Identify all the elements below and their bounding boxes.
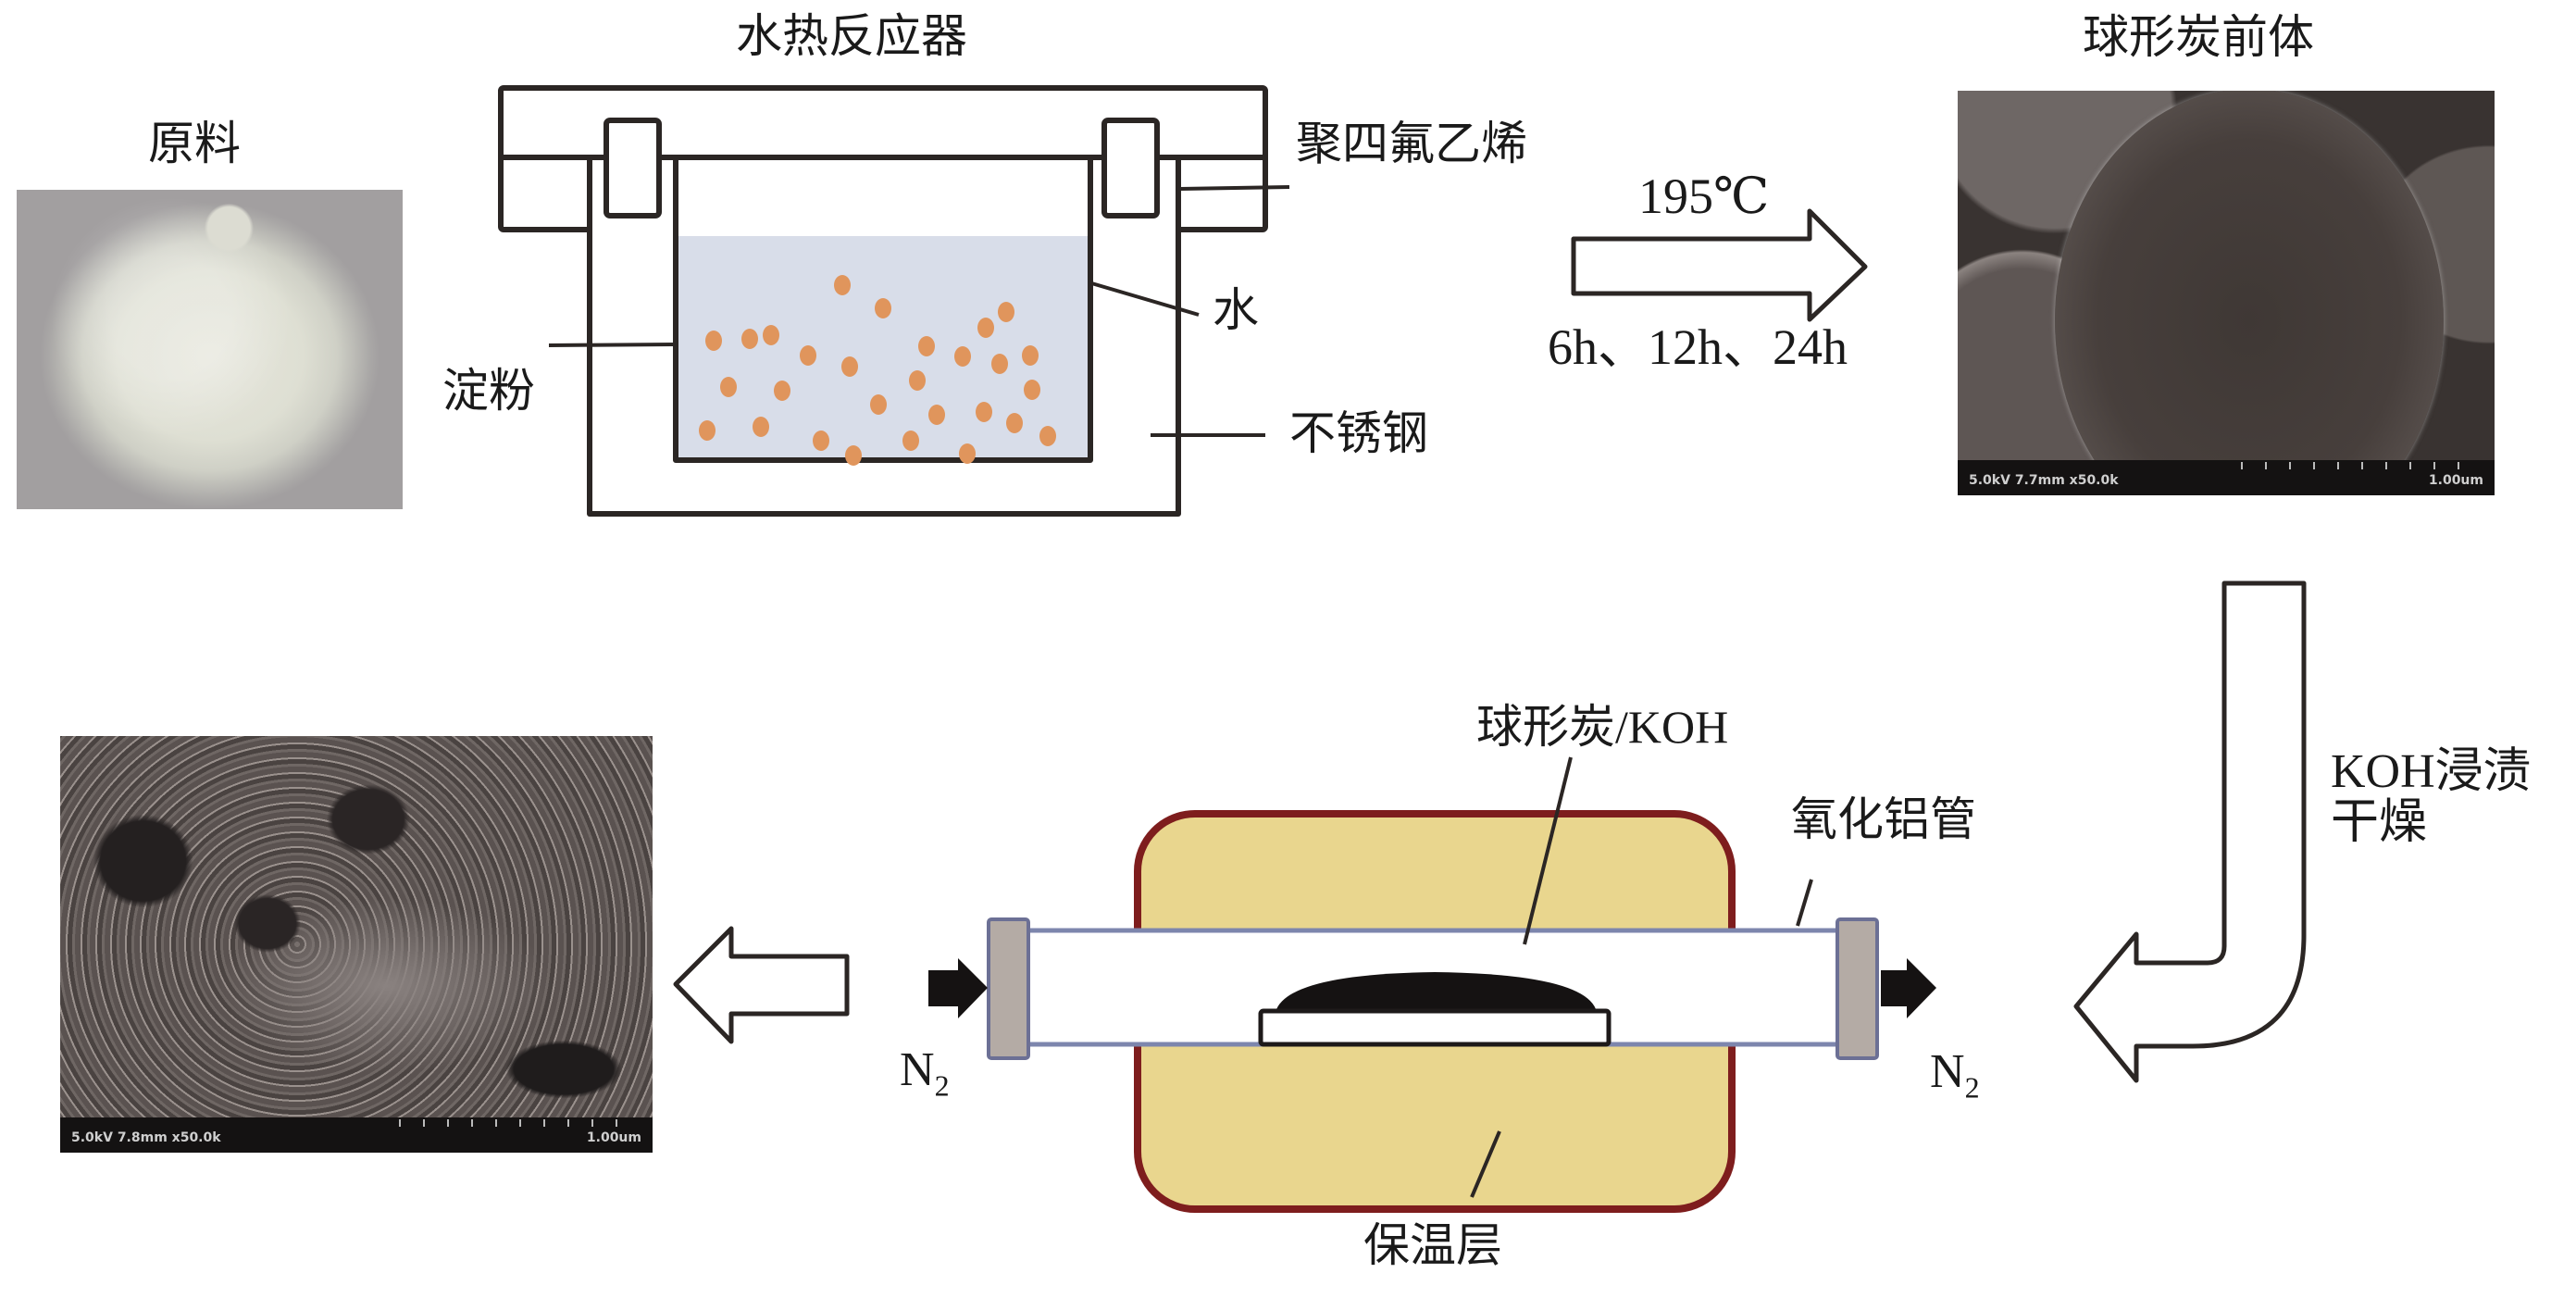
steel-label: 不锈钢 — [1289, 406, 1428, 460]
temperature-label: 195℃ — [1638, 168, 1770, 224]
left-clamp — [604, 118, 662, 218]
gas-outlet-arrow — [1881, 958, 1936, 1018]
starch-label: 淀粉 — [442, 364, 535, 418]
starch-particle — [705, 331, 722, 351]
gas-outlet-subscript: 2 — [1964, 1070, 1980, 1105]
starch-particles — [699, 275, 1056, 466]
starch-particle — [699, 420, 716, 441]
water-leader — [1088, 281, 1200, 317]
starch-particle — [870, 394, 887, 415]
precursor-sem-image: 5.0kV 7.7mm x50.0k 1.00um — [1958, 91, 2495, 495]
tube-cap-right — [1836, 917, 1879, 1060]
starch-particle — [909, 370, 926, 391]
right-clamp — [1101, 118, 1160, 218]
insulation-label: 保温层 — [1363, 1218, 1502, 1272]
starch-particle — [959, 443, 976, 464]
sem-caption-right: 1.00um — [2428, 473, 2483, 488]
gas-outlet-symbol: N — [1930, 1045, 1965, 1098]
gas-inlet-subscript: 2 — [934, 1068, 950, 1103]
starch-particle — [1024, 380, 1040, 400]
sem-scale-ticks — [2241, 462, 2482, 469]
tube-cap-left — [987, 917, 1030, 1060]
starch-particle — [834, 275, 851, 295]
starch-particle — [845, 445, 862, 466]
starch-particle — [813, 431, 829, 451]
starch-particle — [720, 377, 737, 397]
starch-particle — [998, 302, 1014, 322]
carbon-sphere — [2055, 91, 2444, 495]
starch-particle — [875, 298, 891, 318]
starch-particle — [1022, 345, 1039, 366]
reaction-times-label: 6h、12h、24h — [1548, 319, 1848, 375]
water-label: 水 — [1213, 283, 1259, 337]
starch-leader — [548, 343, 677, 347]
starch-particle — [976, 402, 992, 422]
process-arrow-right — [1571, 208, 1868, 322]
starch-particle — [753, 417, 769, 437]
tube-label: 氧化铝管 — [1791, 793, 1976, 846]
starch-particle — [1039, 426, 1056, 446]
gas-inlet-arrow — [928, 958, 988, 1018]
sample-leader-line — [1523, 756, 1573, 945]
drying-label: 干燥 — [2331, 794, 2428, 850]
sample-boat — [1258, 1008, 1612, 1047]
hydrothermal-reactor — [498, 85, 1268, 517]
reactor-title: 水热反应器 — [736, 9, 967, 63]
starch-particle — [928, 405, 945, 425]
sample-label: 球形炭/KOH — [1476, 701, 1729, 753]
process-arrow-impregnation — [2073, 580, 2307, 1083]
raw-material-title: 原料 — [148, 117, 241, 170]
starch-particle — [902, 431, 919, 451]
gas-outlet-label: N2 — [1930, 1045, 1980, 1105]
sem-caption-left: 5.0kV 7.8mm x50.0k — [71, 1130, 221, 1145]
starch-particle — [741, 329, 758, 349]
starch-particle — [1006, 413, 1023, 433]
starch-particle — [763, 325, 779, 345]
product-sem-image: 5.0kV 7.8mm x50.0k 1.00um — [60, 736, 653, 1153]
starch-particle — [800, 345, 816, 366]
process-arrow-left — [673, 926, 850, 1044]
raw-starch-photo — [17, 190, 403, 509]
sem-scale-ticks — [399, 1119, 640, 1127]
starch-particle — [774, 381, 790, 401]
gas-inlet-label: N2 — [900, 1043, 950, 1103]
starch-particle — [991, 354, 1008, 374]
precursor-title: 球形炭前体 — [2083, 10, 2314, 64]
gas-inlet-symbol: N — [900, 1043, 935, 1096]
ptfe-liner — [673, 157, 1093, 463]
starch-particle — [918, 336, 935, 356]
sem-caption-right: 1.00um — [586, 1130, 641, 1145]
ptfe-label: 聚四氟乙烯 — [1296, 117, 1527, 170]
starch-particle — [977, 318, 994, 338]
tube-leader — [1796, 879, 1813, 927]
insulation-leader — [1470, 1130, 1501, 1198]
sem-caption-left: 5.0kV 7.7mm x50.0k — [1969, 473, 2119, 488]
starch-particle — [954, 346, 971, 367]
impregnation-label: KOH浸渍 — [2331, 745, 2532, 798]
ptfe-leader — [1179, 185, 1290, 191]
sample-mound — [1276, 972, 1597, 1012]
starch-particle — [841, 356, 858, 377]
